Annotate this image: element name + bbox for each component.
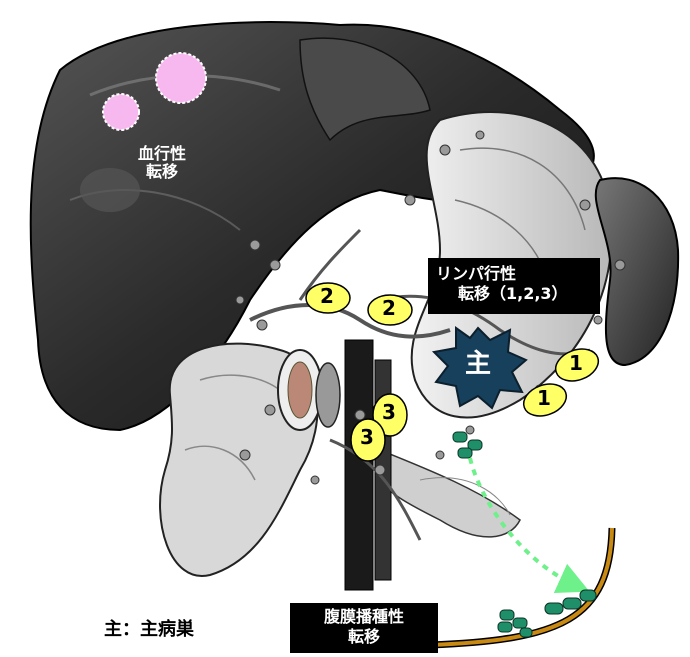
hematogenous-metastasis-small: [103, 94, 139, 130]
seeded-cell: [545, 603, 563, 614]
cancer-cell: [453, 432, 467, 442]
peritoneal-line1: 腹膜播種性: [296, 607, 432, 627]
lymphatic-label-box: リンパ行性 転移（1,2,3）: [428, 258, 600, 314]
peritoneal-label-box: 腹膜播種性 転移: [290, 603, 438, 653]
hematogenous-metastasis-large: [156, 53, 206, 103]
primary-tumor-label: 主: [465, 350, 491, 380]
node-number: 2: [382, 297, 396, 320]
lymphatic-line1: リンパ行性: [432, 264, 596, 284]
node-number: 1: [569, 352, 583, 375]
node-number: 1: [537, 387, 551, 410]
node-number: 3: [382, 401, 396, 424]
hematogenous-label: 血行性 転移: [128, 145, 196, 182]
hematogenous-line2: 転移: [128, 163, 196, 181]
node-number: 2: [320, 285, 334, 308]
legend-primary: 主：主病巣: [104, 620, 194, 641]
peritoneal-line2: 転移: [296, 627, 432, 647]
lymphatic-line2: 転移（1,2,3）: [432, 284, 596, 304]
pancreas: [375, 450, 520, 537]
node-number: 3: [360, 426, 374, 449]
hematogenous-line1: 血行性: [128, 145, 196, 163]
